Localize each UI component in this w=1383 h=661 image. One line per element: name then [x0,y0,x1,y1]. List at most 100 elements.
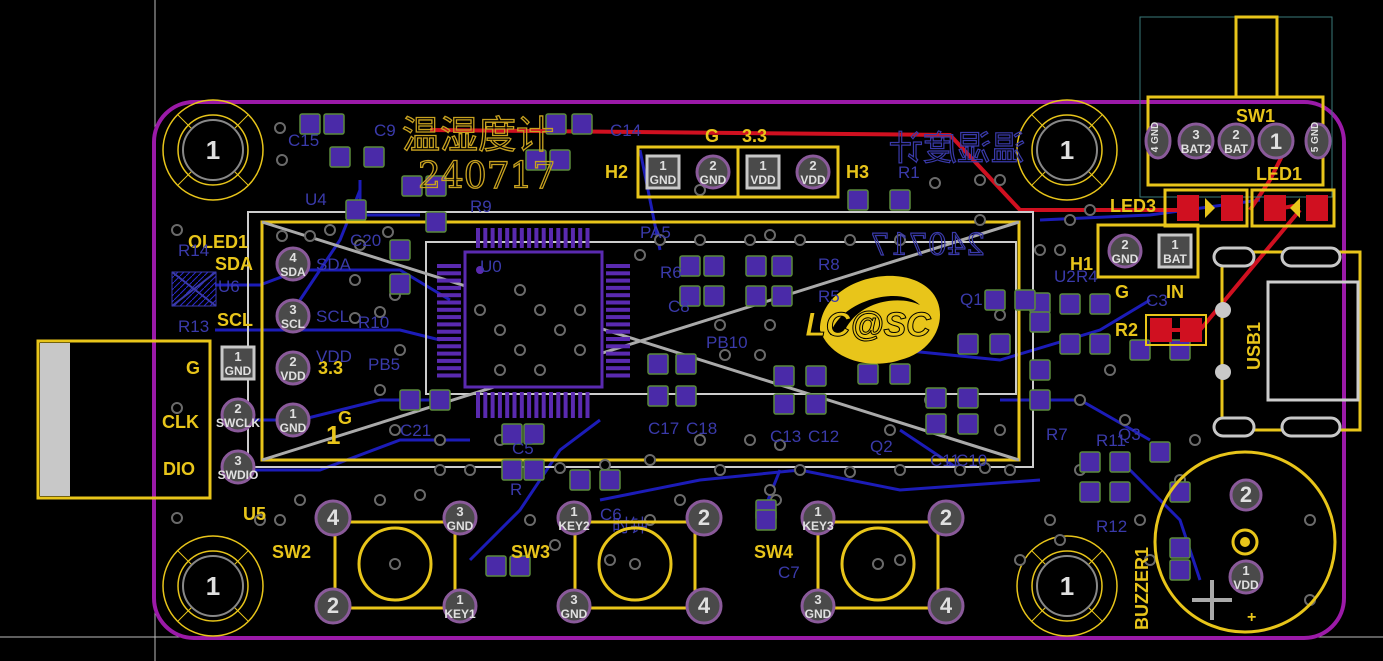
smd-pad [323,113,345,135]
smd-pad [805,365,827,387]
smd-pad [345,199,367,221]
chip-pin [437,344,461,349]
pad-net: GND [700,173,727,187]
via [274,514,286,526]
sw1-pad-5[interactable]: 5 GND [1304,122,1332,160]
via [719,349,731,361]
smd-pad [1109,481,1131,503]
via [694,184,706,196]
via [974,174,986,186]
chip-pin [527,392,532,418]
smd-pads [299,113,1191,581]
chip-pin [606,358,630,363]
smd-pad [1089,293,1111,315]
bottom-label-c12: C12 [808,427,839,446]
pad-net: VDD [750,173,776,187]
sw3-pad-2[interactable]: 2 [685,499,723,537]
chip-pin [578,228,583,248]
bottom-label-c18: C18 [686,419,717,438]
via [754,349,766,361]
sw1-pad-1[interactable]: 1 [1257,122,1295,160]
smd-pad [745,285,767,307]
via [894,554,906,566]
bottom-label-c20: C20 [350,231,381,250]
via [994,174,1006,186]
pad-number: 1 [1242,563,1249,578]
smd-pad [647,353,669,375]
via [276,154,288,166]
sw3-pad-4[interactable]: 4 [685,587,723,625]
label-sw2: SW2 [272,542,311,562]
smd-pad [1109,451,1131,473]
buzzer-pad-2[interactable]: 2 [1229,478,1263,512]
bottom-label-r5: R5 [818,287,840,306]
usb-connector [1212,246,1362,438]
sw2-pad-4[interactable]: 4 [314,499,352,537]
via [634,249,646,261]
smd-pad [401,175,423,197]
smd-pad [501,423,523,445]
pad-number: 3 [570,592,577,607]
smd-pad [889,189,911,211]
header-h3-outline [736,145,840,199]
smd-pad [389,273,411,295]
smd-pad [925,413,947,435]
pad-net: 5 GND [1310,122,1321,153]
mounting-hole-label: 1 [1060,135,1074,165]
chip-pin [606,351,630,356]
via [599,459,611,471]
sw4-pad-4[interactable]: 4 [927,587,965,625]
label-u5: U5 [243,504,266,524]
smd-pad [679,255,701,277]
pad-number: 1 [456,592,463,607]
via [994,309,1006,321]
smd-pad [425,211,447,233]
smd-pad [1029,359,1051,381]
chip-pin [585,392,590,418]
pad-net: GND [561,607,588,621]
chip-pin [505,392,510,418]
sw1-pad-4[interactable]: 4 GND [1144,122,1172,160]
via [382,226,394,238]
chip-pin [563,392,568,418]
via [1189,434,1201,446]
via [674,494,686,506]
smd-pad [989,333,1011,355]
via [884,424,896,436]
label-usb1: USB1 [1244,322,1264,370]
pad-net: KEY1 [444,607,476,621]
bottom-label-vdd: VDD [316,347,352,366]
led1 [1250,188,1336,228]
sw2-pad-2[interactable]: 2 [314,587,352,625]
sw4-pad-2[interactable]: 2 [927,499,965,537]
pad-number: 1 [570,504,577,519]
via [294,494,306,506]
